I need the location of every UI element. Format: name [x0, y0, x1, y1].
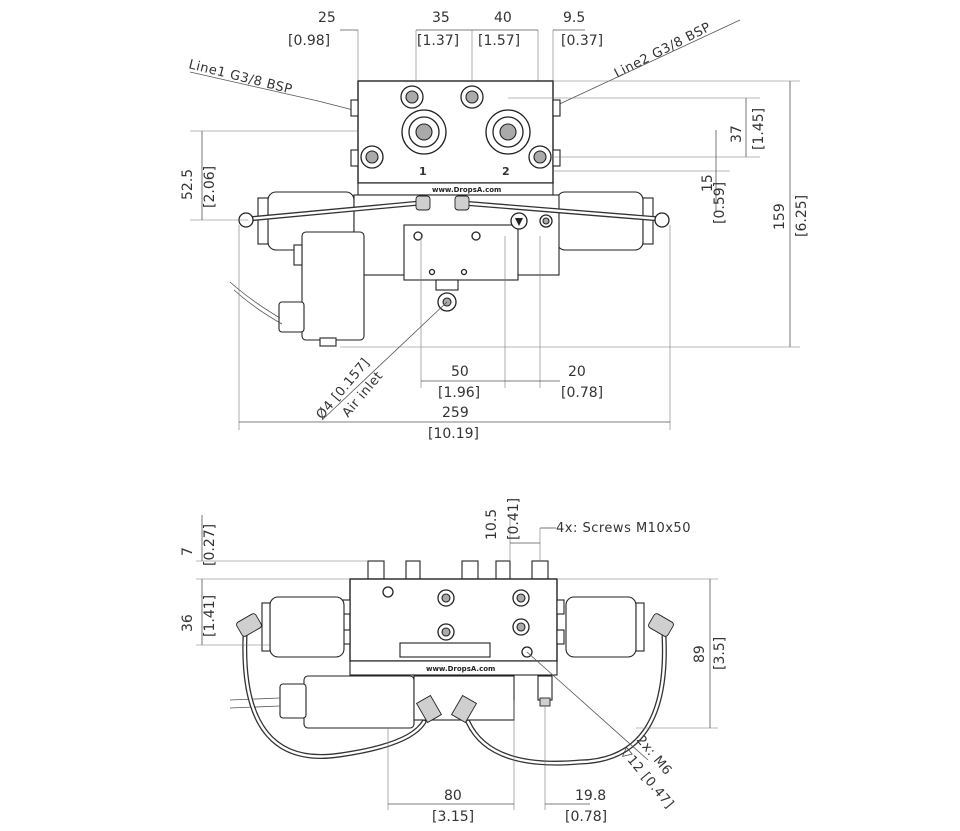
- dim-35: 35: [432, 10, 450, 26]
- port-2-label: 2: [502, 165, 510, 178]
- dim-25-in: [0.98]: [288, 33, 330, 49]
- dim-37: 37: [729, 125, 745, 143]
- dim-80: 80: [444, 788, 462, 804]
- bottom-logo: www.DropsA.com: [426, 665, 495, 673]
- dim-50-in: [1.96]: [438, 385, 480, 401]
- dim-259-in: [10.19]: [428, 426, 479, 442]
- dim-80-in: [3.15]: [432, 809, 474, 825]
- dim-25: 25: [318, 10, 336, 26]
- dim-89: 89: [692, 645, 708, 663]
- dim-259: 259: [442, 405, 469, 421]
- dim-10-5: 10.5: [484, 509, 500, 540]
- dim-7: 7: [180, 547, 196, 556]
- right-cylinder: [556, 191, 644, 251]
- bottom-view: www.DropsA.com 7 [0.27] 36 [1.41]: [180, 498, 728, 825]
- dim-20: 20: [568, 364, 586, 380]
- dim-9-5-in: [0.37]: [561, 33, 603, 49]
- top-logo: www.DropsA.com: [432, 186, 501, 194]
- dim-19-8: 19.8: [575, 788, 606, 804]
- bottom-right-cylinder: [565, 596, 637, 658]
- screws-label: 4x: Screws M10x50: [556, 521, 691, 536]
- dim-15: 15: [700, 174, 716, 192]
- dim-37-in: [1.45]: [751, 108, 767, 150]
- dim-7-in: [0.27]: [202, 524, 218, 566]
- port-1-label: 1: [419, 165, 427, 178]
- dim-50: 50: [451, 364, 469, 380]
- dim-36: 36: [180, 614, 196, 632]
- dim-35-in: [1.37]: [417, 33, 459, 49]
- dim-20-in: [0.78]: [561, 385, 603, 401]
- dim-52-5-in: [2.06]: [202, 166, 218, 208]
- dim-159-in: [6.25]: [794, 195, 810, 237]
- dim-40-in: [1.57]: [478, 33, 520, 49]
- dim-19-8-in: [0.78]: [565, 809, 607, 825]
- bottom-solenoid: [303, 675, 415, 729]
- dim-36-in: [1.41]: [202, 595, 218, 637]
- bottom-left-cylinder: [269, 596, 345, 658]
- dim-52-5: 52.5: [180, 169, 196, 200]
- dim-89-in: [3.5]: [712, 637, 728, 670]
- dim-159: 159: [772, 203, 788, 230]
- solenoid: [301, 231, 365, 341]
- dim-15-in: [0.59]: [712, 182, 728, 224]
- dim-40: 40: [494, 10, 512, 26]
- top-view: 25 [0.98] 35 [1.37] 40 [1.57] 9.5 [0.37]…: [180, 10, 810, 442]
- dim-10-5-in: [0.41]: [506, 498, 522, 540]
- dim-9-5: 9.5: [563, 10, 585, 26]
